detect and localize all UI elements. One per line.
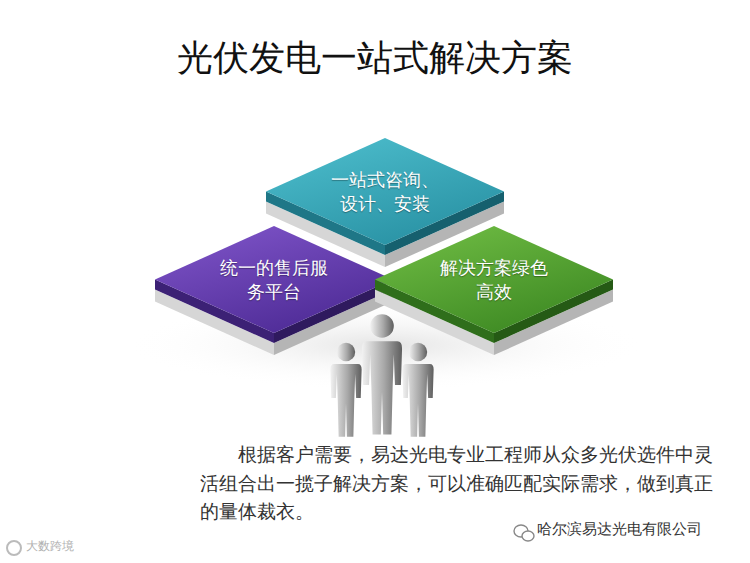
- title: 光伏发电一站式解决方案: [0, 34, 750, 83]
- logo-icon: [7, 541, 21, 555]
- tile-box: 统一的售后服务平台: [155, 226, 393, 355]
- watermark: 大数跨境: [26, 539, 116, 555]
- description-note: 根据客户需要，易达光电专业工程师从众多光伏选件中灵活组合出一揽子解决方案，可以准…: [200, 440, 715, 526]
- watermark: 哈尔滨易达光电有限公司: [537, 520, 747, 540]
- tile-label: 一站式咨询、设计、安装: [328, 168, 442, 217]
- wechat-icon: [514, 525, 534, 541]
- tile-label: 统一的售后服务平台: [217, 256, 331, 305]
- tile-label: 解决方案绿色高效: [437, 256, 551, 305]
- tile-box: 解决方案绿色高效: [375, 226, 613, 355]
